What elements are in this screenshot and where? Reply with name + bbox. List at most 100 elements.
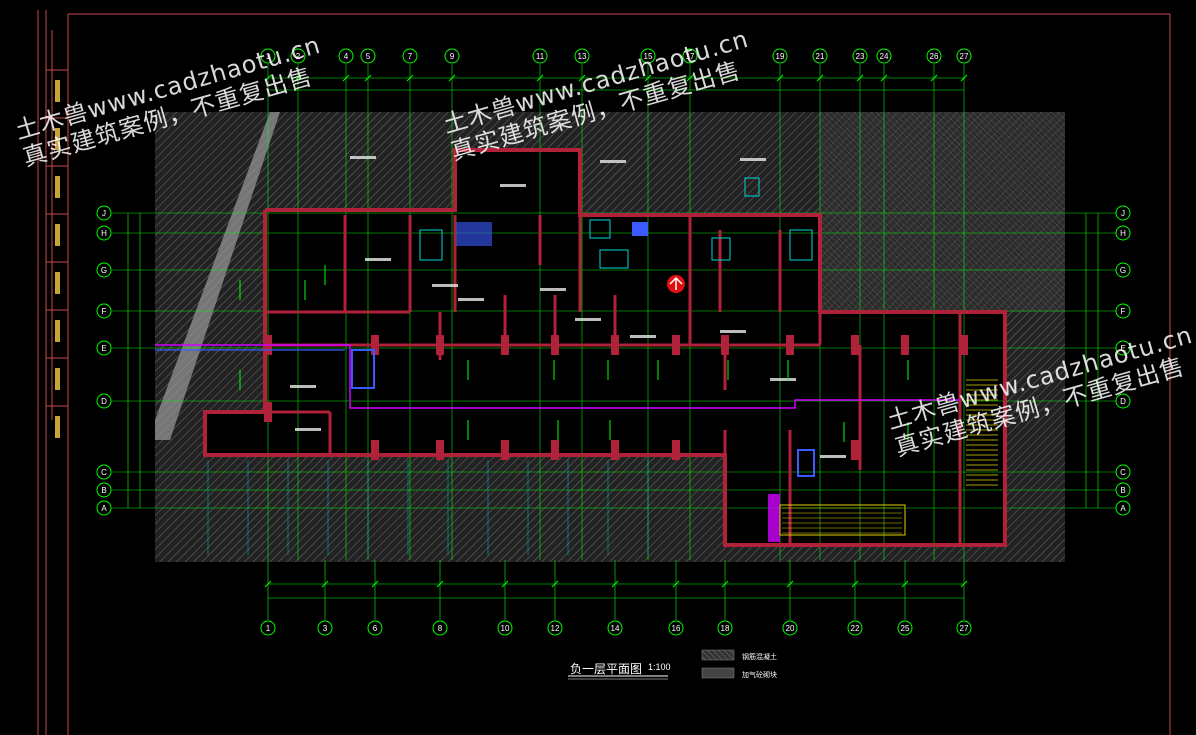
grid-label-top: 7: [408, 52, 413, 61]
grid-bubble-bottom: [317, 620, 333, 636]
grid-label-top: 2: [296, 52, 301, 61]
grid-label-bottom: 22: [851, 624, 860, 633]
room-label-text: [432, 284, 458, 287]
structural-column: [436, 335, 444, 355]
legend-swatch-concrete: [701, 649, 735, 661]
grid-label-bottom: 27: [960, 624, 969, 633]
grid-bubble-top: [956, 48, 972, 64]
dimension-tick: [371, 580, 379, 588]
structural-column: [672, 440, 680, 460]
entry-arrow: [669, 276, 683, 290]
building-floor: [205, 150, 1005, 545]
grid-label-right: A: [1120, 504, 1126, 513]
dimension-tick: [686, 74, 694, 82]
dimension-tick: [578, 74, 586, 82]
grid-label-left: J: [102, 209, 106, 218]
dimension-tick: [264, 74, 272, 82]
grid-label-bottom: 8: [438, 624, 443, 633]
structural-column: [611, 335, 619, 355]
legend-swatch-block: [701, 667, 735, 679]
frame-stamp-text: [55, 320, 60, 342]
grid-label-right: E: [1120, 344, 1125, 353]
grid-label-left: F: [102, 307, 107, 316]
grid-label-bottom: 10: [501, 624, 510, 633]
grid-bubble-top: [876, 48, 892, 64]
dimension-tick: [264, 580, 272, 588]
dimension-tick: [816, 74, 824, 82]
frame-stamp-text: [55, 176, 60, 198]
structural-column: [672, 335, 680, 355]
structural-column: [264, 402, 272, 422]
dimension-tick: [611, 580, 619, 588]
grid-bubble-bottom: [432, 620, 448, 636]
room-label-text: [458, 298, 484, 301]
dimension-tick: [856, 74, 864, 82]
frame-stamp-text: [55, 128, 60, 150]
grid-bubble-right: [1115, 340, 1131, 356]
grid-bubble-top: [926, 48, 942, 64]
room-label-text: [295, 428, 321, 431]
dimension-tick: [644, 74, 652, 82]
dimension-tick: [321, 580, 329, 588]
room-label-text: [770, 378, 796, 381]
grid-bubble-bottom: [607, 620, 623, 636]
room-label-text: [630, 335, 656, 338]
grid-label-left: E: [101, 344, 106, 353]
grid-label-bottom: 20: [786, 624, 795, 633]
structural-column: [960, 335, 968, 355]
room-label-text: [350, 156, 376, 159]
grid-bubble-top: [574, 48, 590, 64]
grid-bubble-right: [1115, 225, 1131, 241]
structural-column: [851, 440, 859, 460]
legend-label-block: 加气砼砌块: [742, 671, 777, 679]
structural-column: [611, 440, 619, 460]
grid-bubble-bottom: [847, 620, 863, 636]
frame-stamp-text: [55, 416, 60, 438]
grid-bubble-left: [96, 205, 112, 221]
grid-bubble-top: [812, 48, 828, 64]
grid-bubble-left: [96, 340, 112, 356]
equipment-magenta-block: [768, 494, 780, 542]
dimension-tick: [551, 580, 559, 588]
room-label-text: [575, 318, 601, 321]
dimension-tick: [880, 74, 888, 82]
grid-bubble-right: [1115, 205, 1131, 221]
structural-column: [551, 440, 559, 460]
room-label-text: [740, 158, 766, 161]
dimension-tick: [501, 580, 509, 588]
grid-bubble-bottom: [717, 620, 733, 636]
grid-label-bottom: 3: [323, 624, 328, 633]
frame-stamp-text: [55, 368, 60, 390]
grid-label-top: 24: [880, 52, 889, 61]
structural-column: [551, 335, 559, 355]
grid-bubble-right: [1115, 464, 1131, 480]
dimension-tick: [406, 74, 414, 82]
grid-label-bottom: 1: [266, 624, 271, 633]
equipment-box-blue: [351, 349, 375, 389]
grid-bubble-top: [532, 48, 548, 64]
grid-label-top: 9: [450, 52, 455, 61]
grid-label-top: 21: [816, 52, 825, 61]
grid-bubble-top: [852, 48, 868, 64]
room-label-text: [720, 330, 746, 333]
grid-label-bottom: 25: [901, 624, 910, 633]
dimension-tick: [436, 580, 444, 588]
dimension-tick: [364, 74, 372, 82]
grid-bubble-right: [1115, 303, 1131, 319]
grid-bubble-top: [338, 48, 354, 64]
grid-bubble-top: [402, 48, 418, 64]
equipment-box-blue-2: [797, 449, 815, 477]
grid-bubble-bottom: [547, 620, 563, 636]
grid-label-left: G: [101, 266, 107, 275]
grid-label-right: C: [1120, 468, 1126, 477]
grid-label-left: B: [101, 486, 106, 495]
dimension-tick: [930, 74, 938, 82]
dimension-tick: [786, 580, 794, 588]
ramp-outline: [779, 504, 906, 536]
structural-column: [901, 335, 909, 355]
equipment-cyan: [789, 229, 813, 261]
structural-column: [371, 335, 379, 355]
grid-label-bottom: 18: [721, 624, 730, 633]
